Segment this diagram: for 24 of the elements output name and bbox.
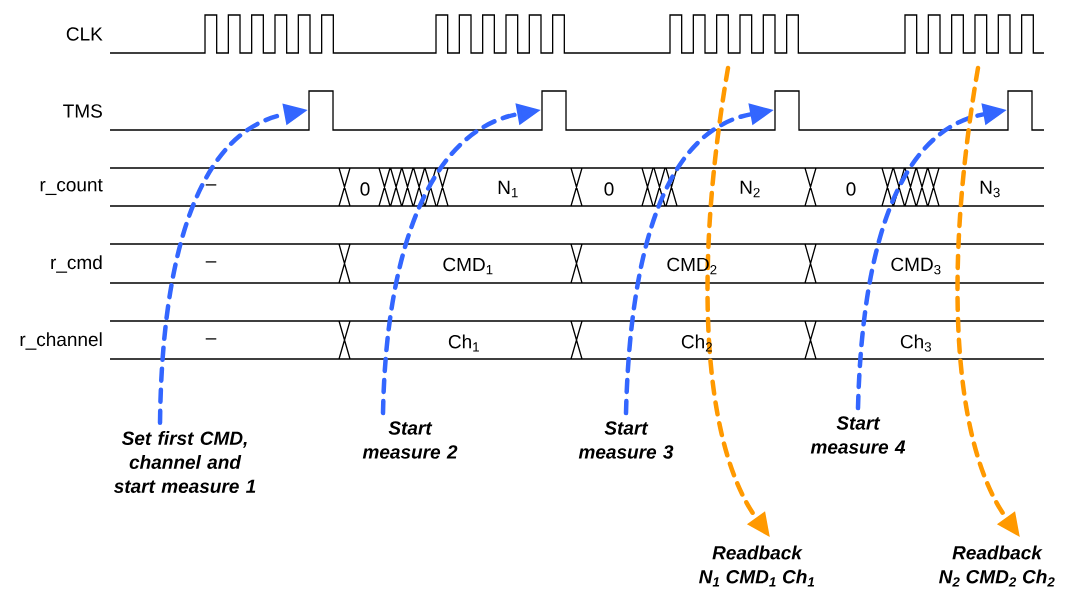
bus-value: Ch$_{3}$ [900,334,931,352]
bus-value: N$_{1}$ [498,180,518,198]
bus-value: 0 [360,182,370,196]
bus-value: CMD$_{1}$ [443,257,493,275]
annotation-text: Set first CMD, channel and start measure 1 [113,431,256,493]
annotation-text: Readback N$_{1}$ CMD$_{1}$ Ch$_{1}$ [699,545,815,587]
signal-name: TMS [63,104,102,118]
bus-value: – [205,261,217,263]
annotation-text: Readback N$_{2}$ CMD$_{2}$ Ch$_{2}$ [939,545,1055,587]
annotation-text: Start measure 4 [810,416,906,454]
bus-value: N$_{2}$ [740,180,760,198]
bus-value: CMD$_{3}$ [891,257,941,275]
bus-value: N$_{3}$ [980,180,1000,198]
signal-name: r_count [40,178,103,196]
signal-name: r_channel [20,332,102,350]
signal-name: r_cmd [51,255,102,273]
bus-value: 0 [604,182,614,196]
annotation-text: Start measure 3 [578,421,674,459]
bus-value: 0 [846,182,856,196]
bus-value: Ch$_{1}$ [448,334,479,352]
signal-name: CLK [66,27,103,41]
bus-value: – [205,338,217,340]
bus-value: – [205,184,217,186]
annotation-text: Start measure 2 [362,421,458,459]
